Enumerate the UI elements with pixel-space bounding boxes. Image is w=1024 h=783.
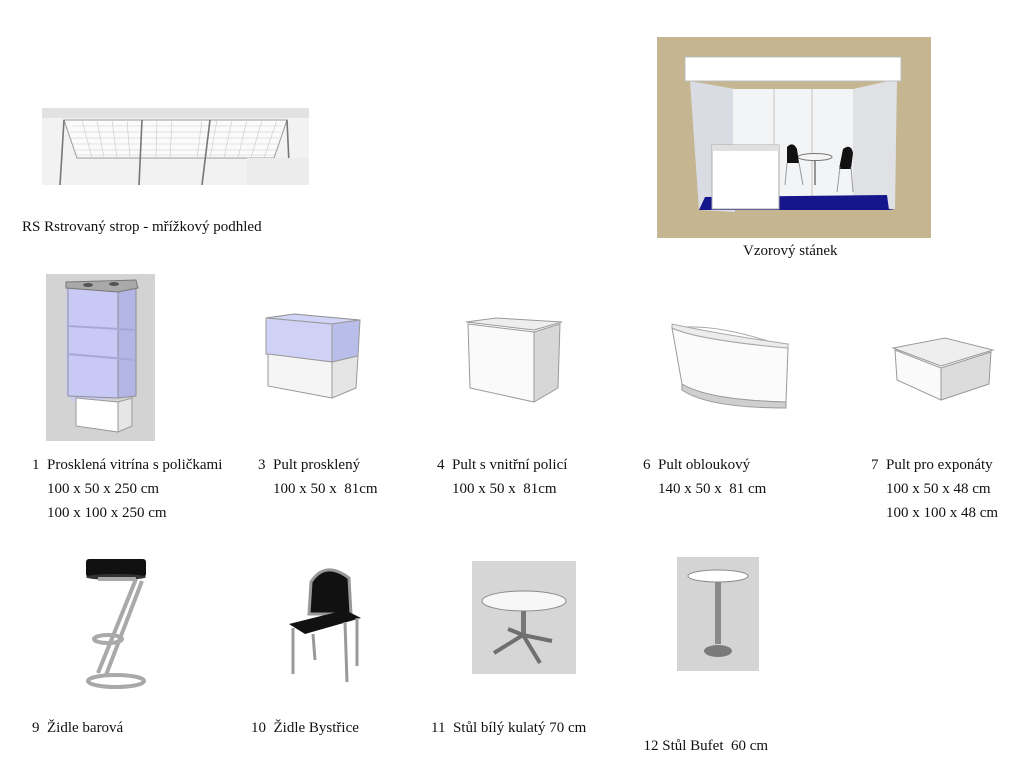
item-dims: 100 x 50 x 81cm: [452, 481, 557, 497]
item-dims: 100 x 50 x 81cm: [273, 481, 378, 497]
item-dims: 100 x 100 x 250 cm: [47, 505, 167, 521]
item-number: 6: [643, 457, 651, 473]
item-caption-1: 1 Prosklená vitrína s poličkami: [32, 456, 222, 474]
sample-booth-caption: Vzorový stánek: [743, 243, 838, 259]
item-caption-4: 4 Pult s vnitřní policí: [437, 456, 567, 474]
item-number: 3: [258, 457, 266, 473]
item-name: Stůl bílý kulatý 70 cm: [452, 720, 587, 736]
item-caption-3: 3 Pult prosklený: [258, 456, 360, 474]
ceiling-caption: RS Rstrovaný strop - mřížkový podhled: [22, 219, 262, 235]
item-caption-12: 12 Stůl Bufet 60 cm: [636, 719, 769, 755]
item-caption-10: 10 Židle Bystřice: [251, 719, 359, 737]
item-caption-9: 9 Židle barová: [32, 719, 123, 737]
item-name: Pult pro exponáty: [886, 457, 993, 473]
item-dims: 140 x 50 x 81 cm: [658, 481, 767, 497]
item-dims: 100 x 50 x 250 cm: [47, 481, 160, 497]
shelf-counter-image: [464, 316, 564, 404]
curved-counter-image: [668, 318, 792, 414]
item-caption-6: 6 Pult obloukový: [643, 456, 750, 474]
item-number: 12: [643, 738, 659, 754]
item-caption-11: 11 Stůl bílý kulatý 70 cm: [431, 719, 586, 737]
item-name: Židle Bystřice: [273, 720, 359, 736]
round-table-image: [472, 561, 576, 674]
ceiling-grid-image: [42, 108, 309, 185]
item-name: Prosklená vitrína s poličkami: [47, 457, 223, 473]
sample-booth-image: [657, 37, 931, 238]
exhibit-counter-image: [891, 336, 995, 404]
buffet-table-image: [677, 557, 759, 671]
item-caption-7: 7 Pult pro exponáty: [871, 456, 993, 474]
item-dims: 100 x 50 x 48 cm: [886, 481, 991, 497]
item-name: Pult prosklený: [273, 457, 361, 473]
item-number: 9: [32, 720, 40, 736]
chair-image: [285, 562, 365, 686]
item-number: 1: [32, 457, 40, 473]
item-number: 7: [871, 457, 879, 473]
glass-showcase-image: [46, 274, 155, 441]
item-number: 4: [437, 457, 445, 473]
glass-counter-image: [262, 310, 362, 400]
item-name: Židle barová: [47, 720, 124, 736]
item-name: Pult s vnitřní policí: [452, 457, 568, 473]
item-number: 11: [431, 720, 446, 736]
item-name: Pult obloukový: [658, 457, 751, 473]
item-number: 10: [251, 720, 266, 736]
item-name: Stůl Bufet 60 cm: [662, 738, 769, 754]
item-dims: 100 x 100 x 48 cm: [886, 505, 999, 521]
bar-stool-image: [80, 555, 152, 693]
